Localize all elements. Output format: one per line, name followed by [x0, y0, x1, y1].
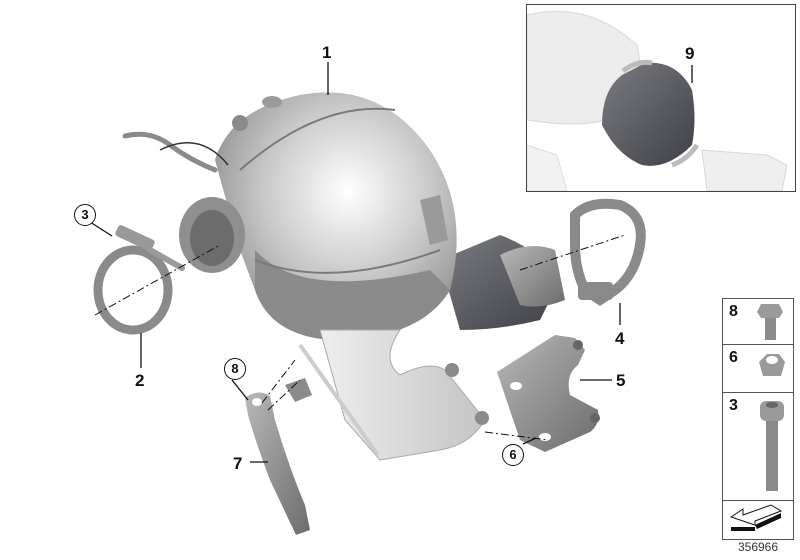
legend-box-nut[interactable]: 6: [722, 344, 794, 394]
legend-box-arrow[interactable]: [722, 500, 794, 540]
callout-5[interactable]: 5: [616, 371, 626, 390]
small-mount: [285, 378, 312, 402]
callout-3[interactable]: 3: [74, 204, 96, 226]
legend-box-bolt[interactable]: 8: [722, 298, 794, 346]
callout-6[interactable]: 6: [502, 444, 524, 466]
pipe-clamp[interactable]: [570, 198, 646, 307]
mounting-bracket[interactable]: [497, 335, 600, 452]
socket-screw-icon: [760, 401, 784, 491]
callout-9[interactable]: 9: [685, 44, 695, 63]
detail-inset: 9: [526, 4, 796, 192]
inset-canvas: [527, 10, 788, 191]
support-strut[interactable]: [245, 392, 310, 535]
hex-nut-icon: [759, 354, 785, 376]
callout-8[interactable]: 8: [224, 358, 246, 380]
callout-2[interactable]: 2: [135, 371, 145, 390]
legend-label-3: 3: [729, 397, 738, 414]
catalog-number: 356966: [737, 540, 779, 554]
direction-arrow-icon: [729, 504, 783, 531]
support-bracket[interactable]: [298, 329, 489, 461]
legend-label-8: 8: [729, 303, 738, 320]
callout-4[interactable]: 4: [615, 329, 625, 348]
callout-1[interactable]: 1: [322, 43, 332, 62]
assembly-lines: [94, 234, 626, 441]
callout-7[interactable]: 7: [233, 454, 243, 473]
v-band-clamp[interactable]: [93, 224, 185, 335]
leader-lines: [89, 62, 621, 463]
dpf-assembly[interactable]: [122, 92, 565, 341]
hex-bolt-icon: [757, 304, 783, 340]
legend-box-screw[interactable]: 3: [722, 392, 794, 502]
legend-label-6: 6: [729, 349, 738, 366]
